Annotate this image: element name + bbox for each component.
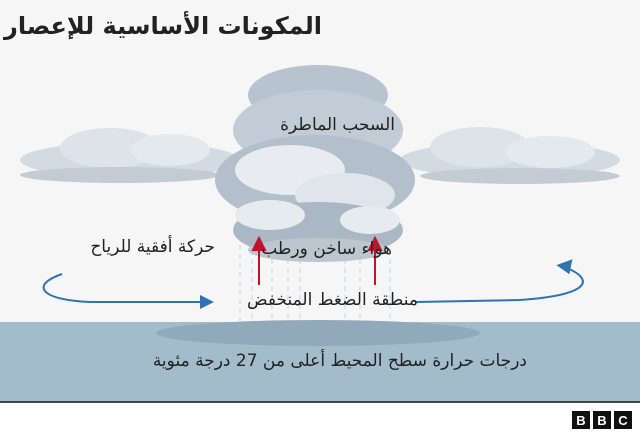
low-pressure-shadow bbox=[156, 320, 480, 346]
wind-arrowhead-right bbox=[556, 259, 573, 275]
side-cloud-right bbox=[400, 127, 620, 184]
wind-arrow-right bbox=[415, 267, 584, 303]
label-ocean-temperature: درجات حرارة سطح المحيط أعلى من 27 درجة م… bbox=[152, 351, 527, 371]
logo-letter: B bbox=[572, 411, 590, 429]
label-horizontal-winds: حركة أفقية للرياح bbox=[90, 237, 215, 257]
page-title: المكونات الأساسية للإعصار bbox=[4, 12, 322, 40]
bbc-logo: B B C bbox=[572, 411, 632, 429]
wind-arrow-left bbox=[42, 273, 203, 303]
rain bbox=[239, 245, 391, 322]
logo-letter: C bbox=[614, 411, 632, 429]
label-low-pressure: منطقة الضغط المنخفض bbox=[247, 290, 418, 310]
wind-arrowhead-left bbox=[200, 295, 214, 309]
updraft-arrows bbox=[251, 235, 383, 285]
logo-letter: B bbox=[593, 411, 611, 429]
side-cloud-left bbox=[20, 128, 240, 183]
footer: B B C bbox=[0, 401, 640, 434]
label-warm-moist-air: هواء ساخن ورطب bbox=[261, 239, 392, 259]
label-rain-clouds: السحب الماطرة bbox=[280, 115, 395, 135]
cumulonimbus-cloud bbox=[215, 65, 415, 262]
